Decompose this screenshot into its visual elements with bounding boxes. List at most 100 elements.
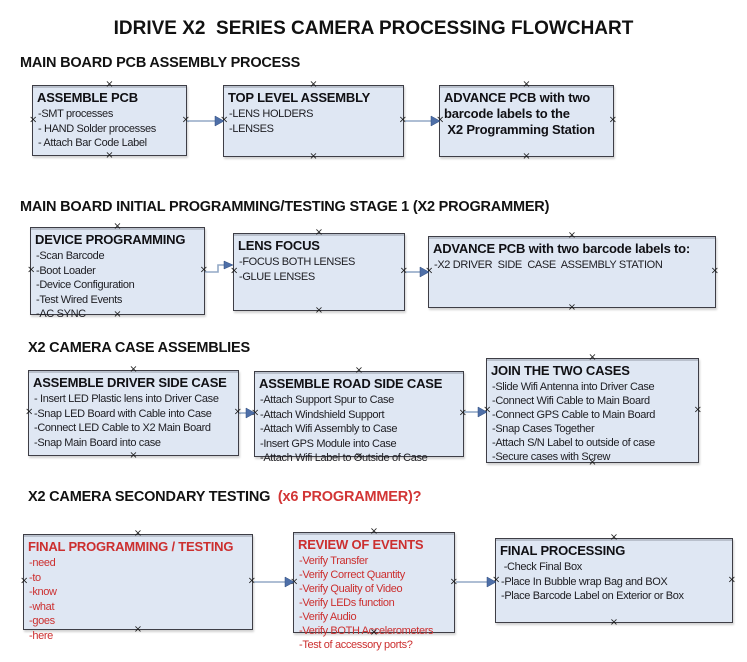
box-item: - HAND Solder processes <box>38 122 156 135</box>
box-item: -Attach S/N Label to outside of case <box>492 437 655 449</box>
connection-point-icon: × <box>314 227 324 238</box>
box-title: ADVANCE PCB with two barcode labels to t… <box>444 90 595 137</box>
flow-box-final-processing: FINAL PROCESSING -Check Final Box -Place … <box>492 533 736 628</box>
box-item: -Verify LEDs function <box>299 597 395 609</box>
box-title: ADVANCE PCB with two barcode labels to: <box>433 241 691 256</box>
box-title: REVIEW OF EVENTS <box>298 537 424 552</box>
box-item: -goes <box>29 615 55 627</box>
connection-point-icon: × <box>522 151 531 162</box>
flow-arrow-right-icon <box>239 407 255 419</box>
connection-point-icon: × <box>588 352 597 363</box>
connection-point-icon: × <box>354 365 364 376</box>
box-item-list: -Attach Support Spur to Case-Attach Wind… <box>259 393 459 466</box>
flow-box-review-of-events: REVIEW OF EVENTS -Verify Transfer-Verify… <box>290 527 458 652</box>
box-item: -GLUE LENSES <box>239 270 315 283</box>
box-item-list: -Scan Barcode-Boot Loader-Device Configu… <box>35 249 200 322</box>
section-heading-case-assemblies: X2 CAMERA CASE ASSEMBLIES <box>28 340 250 356</box>
flow-box-assemble-driver-side-case: ASSEMBLE DRIVER SIDE CASE - Insert LED P… <box>25 365 242 461</box>
section-heading-initial-programming: MAIN BOARD INITIAL PROGRAMMING/TESTING S… <box>20 199 549 215</box>
page-title: IDRIVE X2 SERIES CAMERA PROCESSING FLOWC… <box>113 18 634 39</box>
flow-box-lens-focus: LENS FOCUS -FOCUS BOTH LENSES -GLUE LENSE… <box>230 228 408 316</box>
box-title: TOP LEVEL ASSEMBLY <box>228 90 371 105</box>
connection-point-icon: × <box>727 574 736 585</box>
box-item: -here <box>29 629 53 642</box>
box-item-list: -LENS HOLDERS -LENSES <box>228 107 399 136</box>
box-item: - Attach Bar Code Label <box>38 137 147 149</box>
section-heading-pcb-assembly: MAIN BOARD PCB ASSEMBLY PROCESS <box>20 55 300 71</box>
flow-arrow-right-icon <box>464 406 487 418</box>
box-title: ASSEMBLE PCB <box>37 90 138 105</box>
flow-box-assemble-road-side-case: ASSEMBLE ROAD SIDE CASE -Attach Support … <box>251 366 467 465</box>
section-heading-text: MAIN BOARD PCB ASSEMBLY PROCESS <box>20 55 301 71</box>
connection-point-icon: × <box>608 114 617 126</box>
box-item: -Place Barcode Label on Exterior or Box <box>501 590 684 602</box>
box-item: -Attach Wifi Label to Outside of Case <box>260 452 428 464</box>
box-title: DEVICE PROGRAMMING <box>35 232 186 247</box>
box-item: -Scan Barcode <box>36 250 105 262</box>
connection-point-icon: × <box>567 302 577 313</box>
box-item: -Snap Main Board into case <box>34 436 161 449</box>
box-item: -Attach Support Spur to Case <box>260 394 394 406</box>
connection-point-icon: × <box>567 230 577 241</box>
box-item: -know <box>29 586 57 598</box>
box-item: -Test of accessory ports? <box>299 639 413 651</box>
box-title: FINAL PROGRAMMING / TESTING <box>28 539 234 554</box>
box-item: -Insert GPS Module into Case <box>260 437 397 450</box>
box-item: -Verify Quality of Video <box>299 583 403 595</box>
box-title: LENS FOCUS <box>238 238 320 253</box>
connection-point-icon: × <box>609 532 619 543</box>
box-item: -Boot Loader <box>36 264 96 277</box>
connection-point-icon: × <box>369 526 379 537</box>
box-item: -Connect GPS Cable to Main Board <box>492 409 656 421</box>
box-item: -to <box>29 571 41 584</box>
box-item: -Connect Wifi Cable to Main Board <box>492 395 650 407</box>
box-item: -Verify BOTH Accelerometers <box>299 625 434 637</box>
box-item: -Check Final Box <box>501 561 583 573</box>
box-item-list: -Slide Wifi Antenna into Driver Case -Con… <box>491 380 694 464</box>
box-title: ASSEMBLE DRIVER SIDE CASE <box>33 375 227 390</box>
box-item-list: -SMT processes- HAND Solder processes- A… <box>37 107 182 151</box>
box-item-list: -Check Final Box -Place In Bubble wrap Ba… <box>500 560 728 604</box>
connection-point-icon: × <box>105 79 114 90</box>
box-item-list: -X2 DRIVER SIDE CASE ASSEMBLY STATION <box>433 258 711 273</box>
box-item: -Secure cases with Screw <box>492 451 611 463</box>
flow-box-assemble-pcb: ASSEMBLE PCB -SMT processes- HAND Solder… <box>29 80 190 161</box>
box-item: -LENSES <box>229 122 274 135</box>
connection-point-icon: × <box>710 265 719 277</box>
box-item: -Verify Correct Quantity <box>299 569 405 581</box>
box-item-list: -FOCUS BOTH LENSES -GLUE LENSES <box>238 255 400 284</box>
box-item: -Place In Bubble wrap Bag and BOX <box>501 575 668 588</box>
box-item: - Insert LED Plastic lens into Driver Ca… <box>34 393 219 405</box>
connection-point-icon: × <box>129 364 138 375</box>
connection-point-icon: × <box>314 305 324 316</box>
connection-point-icon: × <box>309 151 318 162</box>
section-heading-text: X2 CAMERA CASE ASSEMBLIES <box>28 340 250 356</box>
box-title: ASSEMBLE ROAD SIDE CASE <box>259 376 443 391</box>
box-item: -what <box>29 600 55 613</box>
section-heading-text: X2 CAMERA SECONDARY TESTING <box>28 489 278 505</box>
box-item: -Test Wired Events <box>36 293 123 306</box>
connection-point-icon: × <box>113 221 122 232</box>
flow-arrow-elbow-icon <box>205 258 234 276</box>
flow-arrow-right-icon <box>187 115 224 127</box>
box-item-list: -need-to-know-what-goes-here <box>28 556 248 643</box>
flow-box-final-programming-testing: FINAL PROGRAMMING / TESTING -need-to-kno… <box>20 529 256 642</box>
box-item: -FOCUS BOTH LENSES <box>239 256 355 268</box>
connection-point-icon: × <box>693 404 702 415</box>
flow-box-join-the-two-cases: JOIN THE TWO CASES -Slide Wifi Antenna i… <box>483 353 702 468</box>
section-heading-red-text: (x6 PROGRAMMER)? <box>277 489 422 505</box>
flow-box-advance-pcb-programming-station: ADVANCE PCB with two barcode labels to t… <box>436 80 617 162</box>
connection-point-icon: × <box>105 150 114 161</box>
box-title: FINAL PROCESSING <box>500 543 626 558</box>
box-item: -Snap Cases Together <box>492 423 595 435</box>
box-title: JOIN THE TWO CASES <box>491 363 630 378</box>
box-item: -Slide Wifi Antenna into Driver Case <box>492 381 655 393</box>
flow-box-device-programming: DEVICE PROGRAMMING -Scan Barcode -Boot Lo… <box>27 222 208 321</box>
flow-arrow-right-icon <box>254 576 294 588</box>
box-item: -LENS HOLDERS <box>229 108 314 120</box>
flow-box-top-level-assembly: TOP LEVEL ASSEMBLY -LENS HOLDERS-LENSES … <box>220 80 407 162</box>
box-item-list: -Verify Transfer-Verify Correct Quantity… <box>298 554 450 652</box>
box-item: -AC SYNC <box>36 308 86 320</box>
section-heading-secondary-testing: X2 CAMERA SECONDARY TESTING (x6 PROGRAMM… <box>28 489 421 505</box>
